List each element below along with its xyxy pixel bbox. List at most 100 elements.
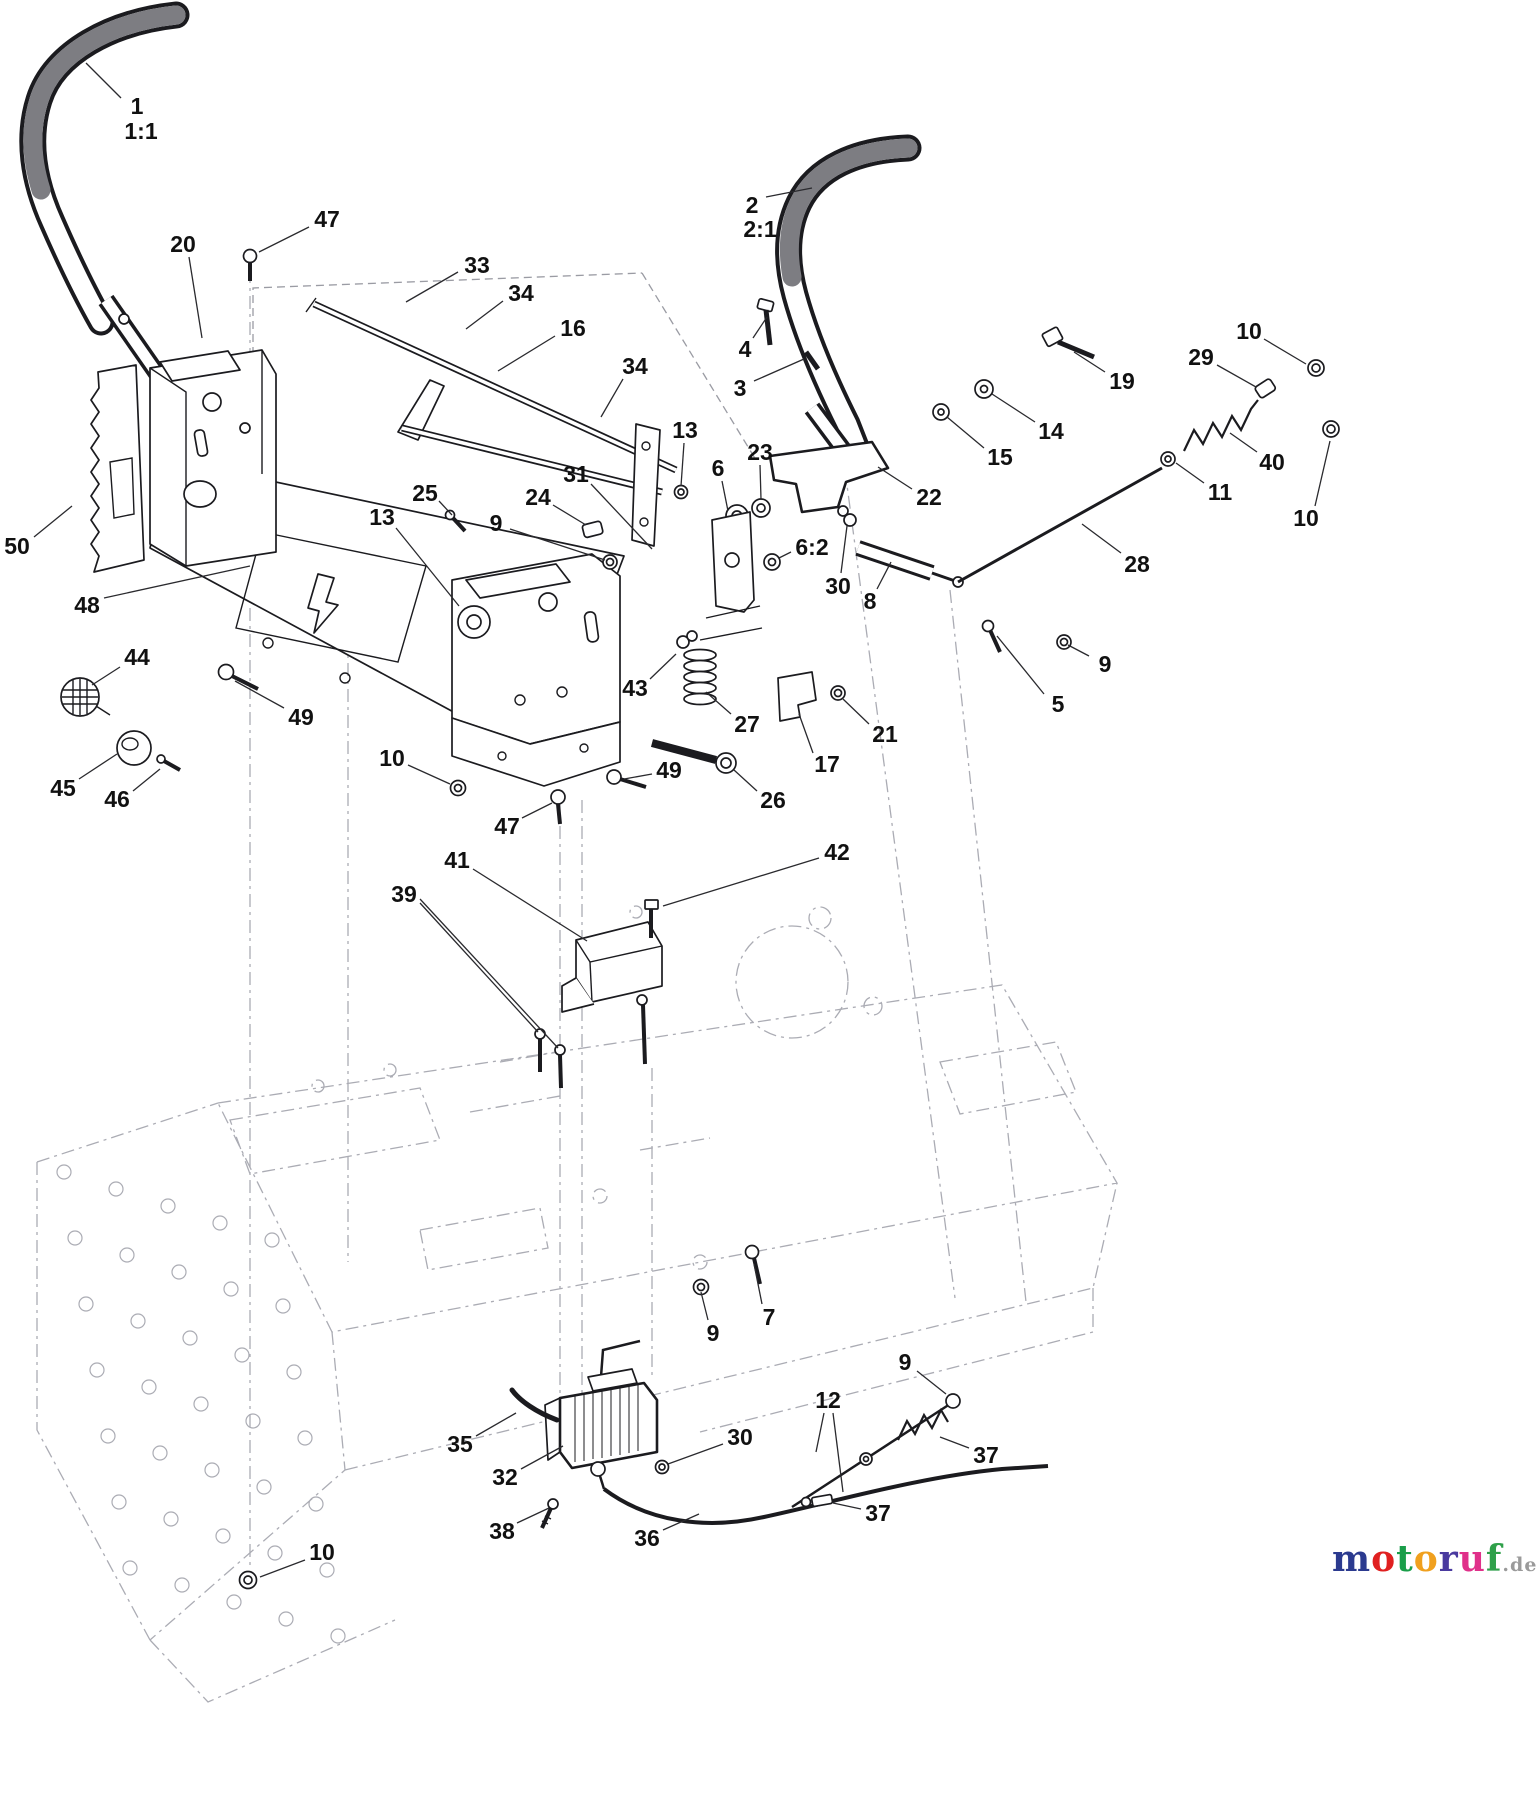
callout-label: 9 xyxy=(490,510,503,536)
frame-hole xyxy=(286,1364,302,1380)
frame-hole xyxy=(100,1428,116,1444)
callout-label: 10 xyxy=(1293,505,1319,531)
frame-hole xyxy=(215,1528,231,1544)
callout-leader xyxy=(1175,462,1205,484)
frame-hole xyxy=(56,1164,72,1180)
callout-label: 43 xyxy=(622,675,648,701)
callout-label: 9 xyxy=(899,1349,912,1375)
callout-label: 6:2 xyxy=(795,534,828,560)
part-control-rods xyxy=(305,297,678,547)
callout-leader xyxy=(520,1445,564,1470)
part-hardware-lower xyxy=(238,1244,762,1590)
callout-leader xyxy=(188,256,203,339)
callout-leader xyxy=(876,561,892,590)
callout-leader xyxy=(91,666,121,686)
frame-hole xyxy=(89,1362,105,1378)
frame-hole xyxy=(67,1230,83,1246)
callout-leader xyxy=(700,1291,709,1321)
frame-hole xyxy=(245,1413,261,1429)
callout-leader xyxy=(842,698,870,725)
watermark-letter: o xyxy=(1413,1538,1439,1580)
callout-leader xyxy=(733,769,758,792)
callout-leader xyxy=(832,1412,844,1493)
frame-hole xyxy=(308,1496,324,1512)
callout-leader xyxy=(662,857,820,907)
callout-label: 12 xyxy=(815,1387,841,1413)
callout-label: 36 xyxy=(634,1525,660,1551)
callout-label: 22 xyxy=(916,484,942,510)
callout-label: 47 xyxy=(314,206,340,232)
watermark-letter: o xyxy=(1371,1538,1397,1580)
callout-leader xyxy=(649,653,677,680)
callout-label: 9 xyxy=(707,1320,720,1346)
frame-hole xyxy=(152,1445,168,1461)
callout-leader xyxy=(33,505,73,538)
callout-label: 23 xyxy=(747,439,773,465)
parts-layer xyxy=(19,1,1340,1590)
callout-label: 19 xyxy=(1109,368,1135,394)
frame-hole xyxy=(223,1281,239,1297)
callout-leader xyxy=(85,62,122,99)
part-solenoid-bracket xyxy=(534,899,663,1089)
frame-perforations xyxy=(56,1164,346,1644)
callout-label: 7 xyxy=(763,1304,776,1330)
callout-leader xyxy=(877,466,913,490)
frame-hole xyxy=(163,1511,179,1527)
callout-leader xyxy=(815,1412,825,1453)
callout-label: 17 xyxy=(814,751,840,777)
callout-leader xyxy=(407,764,451,785)
callout-label: 15 xyxy=(987,444,1013,470)
callout-leader xyxy=(419,902,539,1033)
frame-hole xyxy=(130,1313,146,1329)
callout-leader xyxy=(662,1513,700,1531)
frame-hole xyxy=(256,1479,272,1495)
watermark-letter: r xyxy=(1438,1538,1459,1580)
callout-leader xyxy=(991,393,1036,423)
callout-label: 24 xyxy=(525,484,551,510)
frame-hole xyxy=(297,1430,313,1446)
frame-hole xyxy=(234,1347,250,1363)
part-handle-right xyxy=(775,134,922,469)
part-console-left-bracket xyxy=(149,349,277,567)
callout-label: 31 xyxy=(563,461,589,487)
callout-leader xyxy=(1229,432,1258,453)
frame-hole xyxy=(278,1611,294,1627)
callout-label: 10 xyxy=(309,1539,335,1565)
part-hardware-mid xyxy=(217,248,737,825)
callout-leader xyxy=(552,504,587,526)
watermark-letter: m xyxy=(1332,1538,1372,1580)
callout-label: 10 xyxy=(379,745,405,771)
callout-leader xyxy=(1263,338,1307,365)
callout-label: 30 xyxy=(727,1424,753,1450)
frame-hole xyxy=(193,1396,209,1412)
callout-leader xyxy=(1073,351,1106,373)
callout-label: 5 xyxy=(1052,691,1065,717)
callout-label: 21 xyxy=(872,721,898,747)
part-console-right-bracket xyxy=(451,553,621,787)
frame-hole xyxy=(264,1232,280,1248)
frame-hole xyxy=(226,1594,242,1610)
callout-label: 13 xyxy=(369,504,395,530)
frame-hole xyxy=(108,1181,124,1197)
callout-leader xyxy=(840,525,848,574)
callout-label: 34 xyxy=(508,280,534,306)
frame-hole xyxy=(319,1562,335,1578)
callout-leader xyxy=(419,898,559,1049)
callout-label: 25 xyxy=(412,480,438,506)
callout-leader xyxy=(590,483,653,550)
callout-label: 27 xyxy=(734,711,760,737)
callout-leader xyxy=(103,565,251,599)
callout-label: 16 xyxy=(560,315,586,341)
callout-label: 37 xyxy=(865,1500,891,1526)
callout-label: 49 xyxy=(656,757,682,783)
frame-hole xyxy=(78,1296,94,1312)
callout-label: 33 xyxy=(464,252,490,278)
callout-label: 1:1 xyxy=(124,118,157,144)
callout-label: 6 xyxy=(712,455,725,481)
callout-leader xyxy=(667,1443,724,1465)
callout-label: 34 xyxy=(622,353,648,379)
callout-leader xyxy=(996,635,1045,695)
callout-leader xyxy=(1314,440,1331,507)
